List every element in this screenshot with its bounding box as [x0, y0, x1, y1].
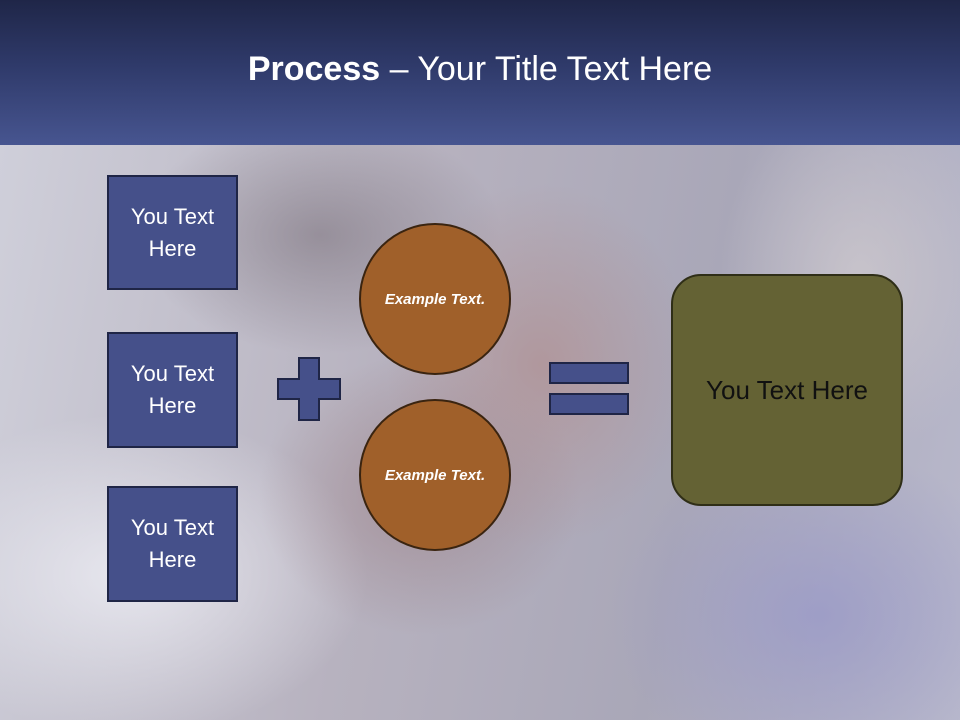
input-box-2-label: You Text Here [130, 361, 215, 418]
equals-icon [549, 362, 629, 415]
header-bar: Process – Your Title Text Here [0, 0, 960, 145]
title-strong: Process [247, 50, 381, 88]
example-circle-2-label: Example Text. [384, 466, 486, 484]
input-box-1: You Text Here [107, 175, 238, 290]
example-circle-2: Example Text. [359, 399, 511, 551]
plus-icon [277, 357, 341, 421]
page-title: Process – Your Title Text Here [248, 50, 712, 89]
title-rest: – Your Title Text Here [380, 50, 713, 88]
input-box-1-label: You Text Here [130, 203, 215, 261]
input-box-3-label: You Text Here [130, 515, 215, 572]
example-circle-1: Example Text. [359, 223, 511, 375]
example-circle-1-label: Example Text. [384, 290, 486, 308]
result-box-label: You Text Here [706, 375, 868, 405]
input-box-3: You Text Here [107, 486, 238, 602]
input-box-2: You Text Here [107, 332, 238, 448]
result-box: You Text Here [671, 274, 903, 506]
